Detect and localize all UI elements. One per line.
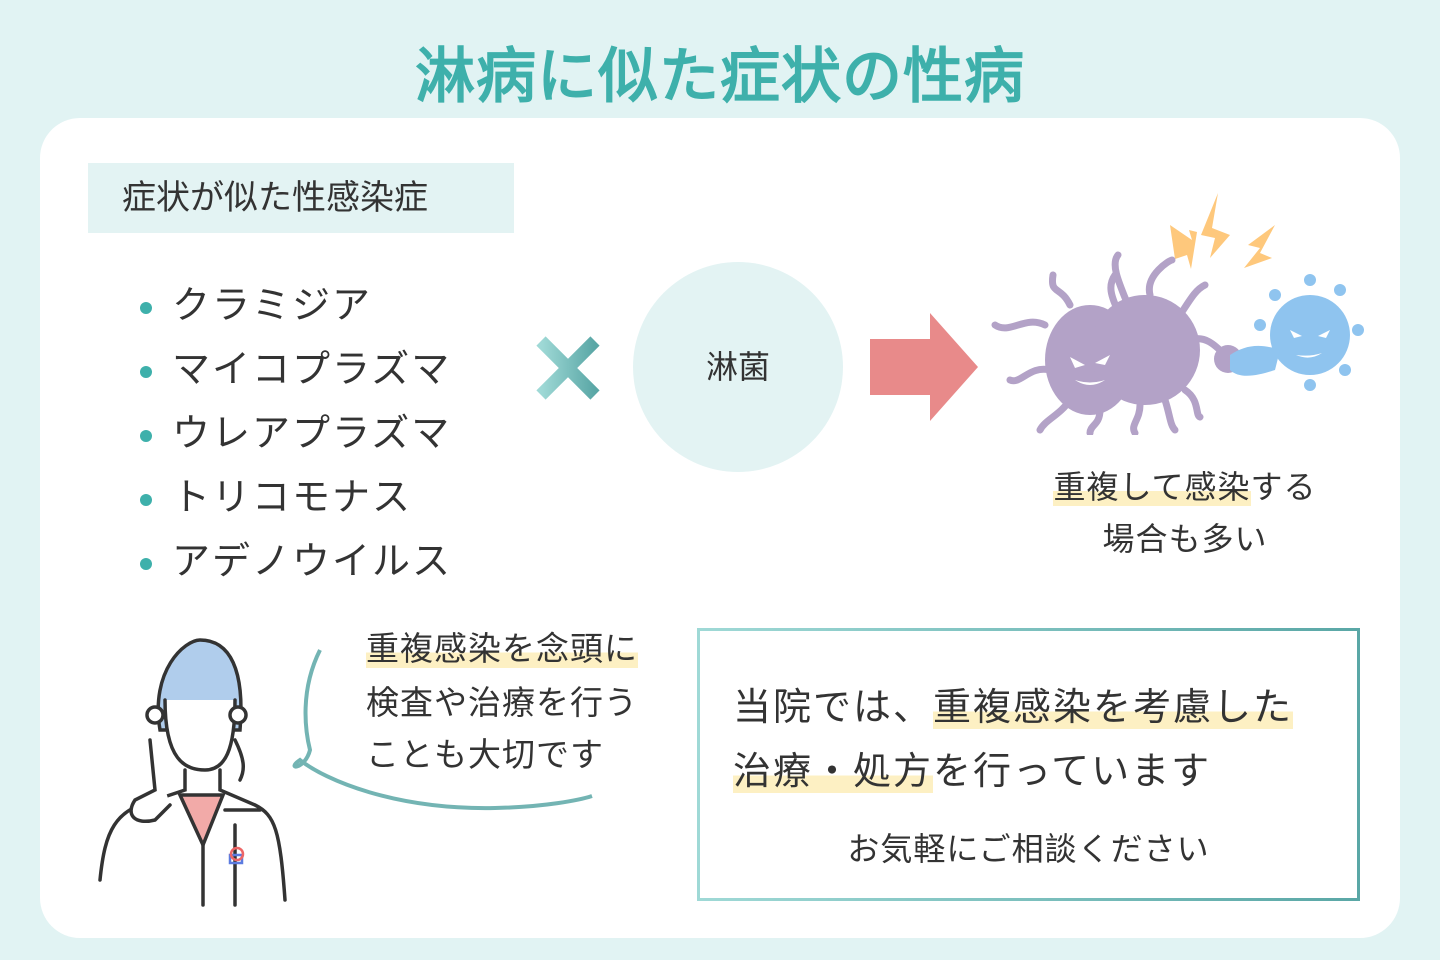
result-highlight: 重複して感染 — [1053, 468, 1251, 506]
page-title: 淋病に似た症状の性病 — [415, 42, 1025, 112]
disease-item: ウレアプラズマ — [140, 402, 451, 457]
bacteria-illustration — [991, 193, 1364, 435]
speech-line-3: ことも大切です — [366, 735, 604, 774]
gonococcus-circle: 淋菌 — [633, 262, 843, 472]
speech-line-2: 検査や治療を行う — [366, 683, 638, 722]
notice-highlight: 重複感染を考慮した — [933, 685, 1294, 729]
notice-line-2: 治療・処方を行っています — [733, 740, 1211, 795]
speech-line-1: 重複感染を念頭に — [366, 622, 638, 670]
arrow-right-icon — [870, 313, 978, 421]
result-rest: する — [1250, 468, 1317, 506]
notice-text: 当院では、 — [733, 685, 934, 729]
notice-text: を行っています — [933, 749, 1212, 793]
section-label: 症状が似た性感染症 — [88, 163, 514, 233]
disease-item: クラミジア — [140, 274, 372, 329]
result-line-2: 場合も多い — [1102, 520, 1268, 558]
disease-item: トリコモナス — [140, 466, 412, 521]
notice-highlight: 治療・処方 — [733, 749, 934, 793]
doctor-illustration — [98, 638, 593, 907]
notice-line-1: 当院では、重複感染を考慮した — [733, 676, 1294, 731]
speech-highlight: 重複感染を念頭に — [366, 629, 638, 668]
disease-item: マイコプラズマ — [140, 338, 451, 393]
result-line-1: 重複して感染する — [985, 462, 1385, 508]
disease-item: アデノウイルス — [140, 530, 452, 585]
notice-line-3: お気軽にご相談ください — [847, 830, 1210, 868]
cross-icon — [536, 336, 600, 400]
